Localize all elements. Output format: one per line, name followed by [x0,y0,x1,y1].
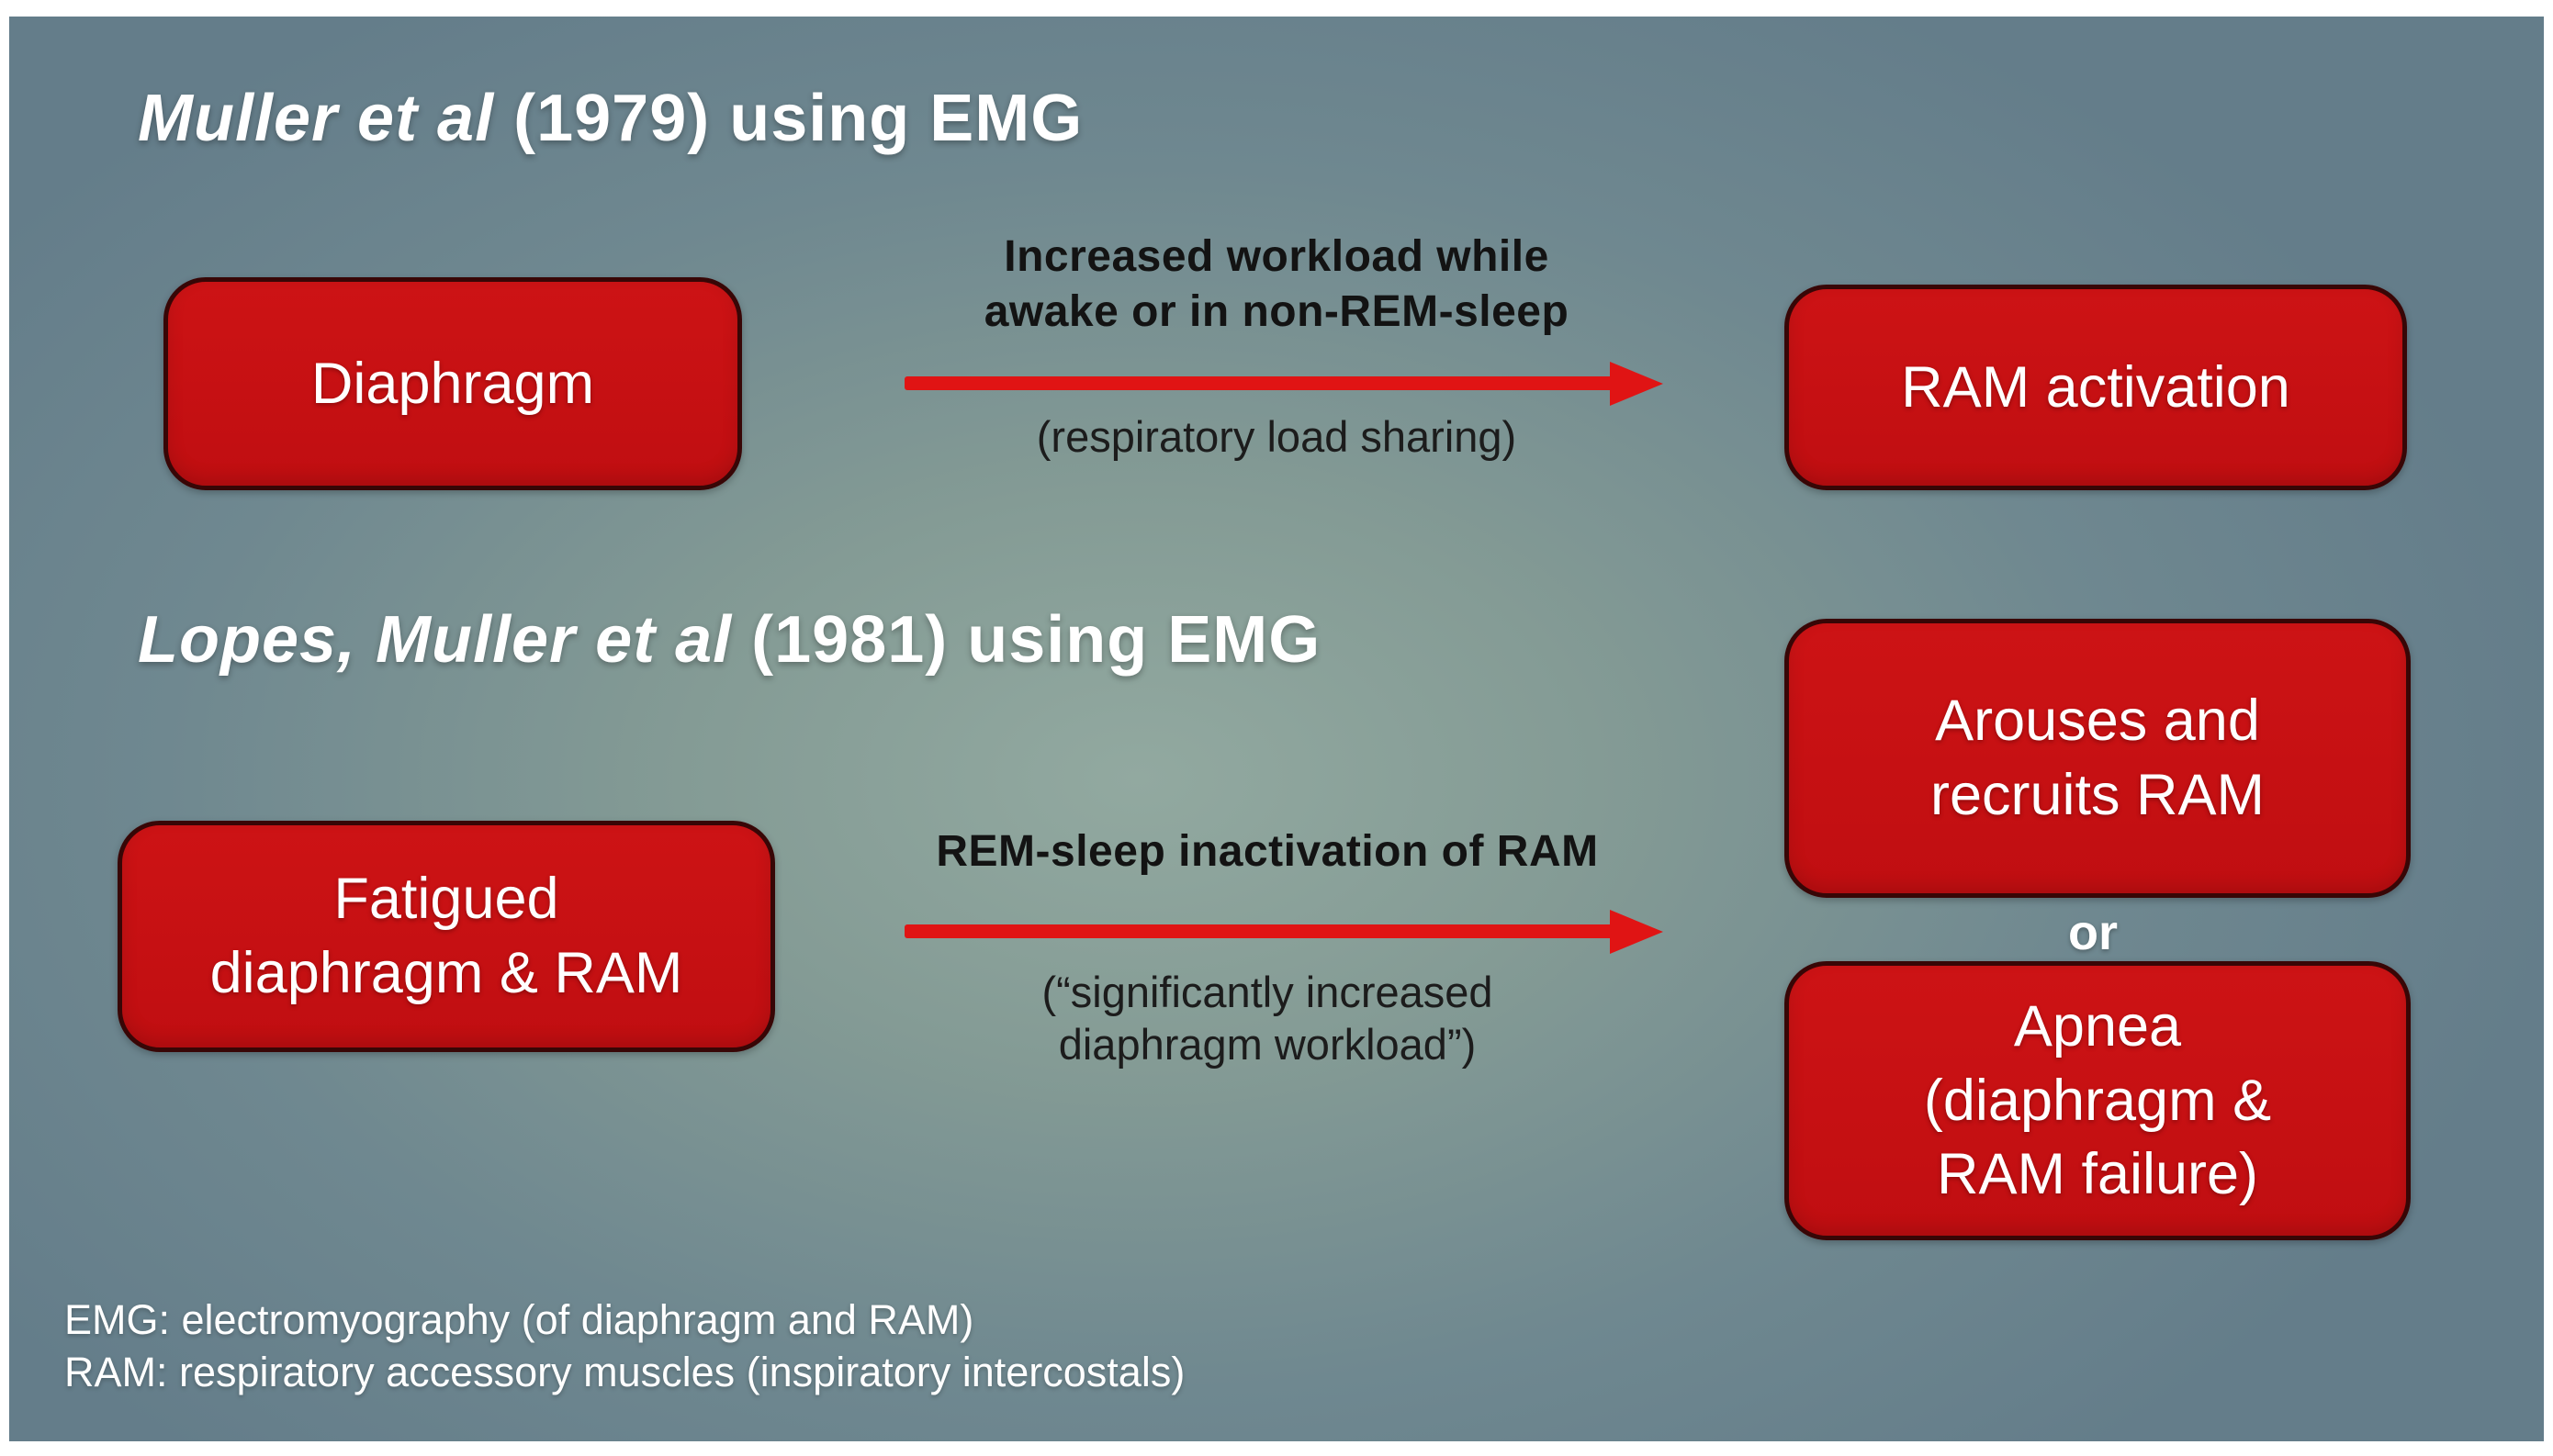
or-label: or [2068,905,2118,960]
section2-title-rest: (1981) using EMG [732,603,1321,677]
section1-title: Muller et al (1979) using EMG [138,81,1083,157]
box-fatigued-diaphragm-ram: Fatigued diaphragm & RAM [118,821,775,1052]
section2-title: Lopes, Muller et al (1981) using EMG [138,602,1321,678]
arrow2-label-bottom: (“significantly increased diaphragm work… [1041,968,1493,1070]
section1-title-authors: Muller et al [138,82,495,155]
arrow1-shaft [905,376,1614,390]
box-arouses-recruits-ram: Arouses and recruits RAM [1784,619,2411,898]
arrow1-label-top: Increased workload while awake or in non… [984,232,1569,337]
section1-title-rest: (1979) using EMG [494,82,1084,155]
abbreviation-footnotes: EMG: electromyography (of diaphragm and … [64,1296,1186,1395]
arrow1-label-bottom: (respiratory load sharing) [1036,412,1517,461]
arrow2-label-top: REM-sleep inactivation of RAM [936,827,1599,876]
arrow2-shaft [905,924,1614,938]
box-diaphragm: Diaphragm [163,277,742,490]
arrow2-head-icon [1610,910,1663,954]
box-ram-activation: RAM activation [1784,285,2407,490]
box-apnea-failure: Apnea (diaphragm & RAM failure) [1784,961,2411,1240]
section2-title-authors: Lopes, Muller et al [138,603,733,677]
arrow1-head-icon [1610,362,1663,406]
